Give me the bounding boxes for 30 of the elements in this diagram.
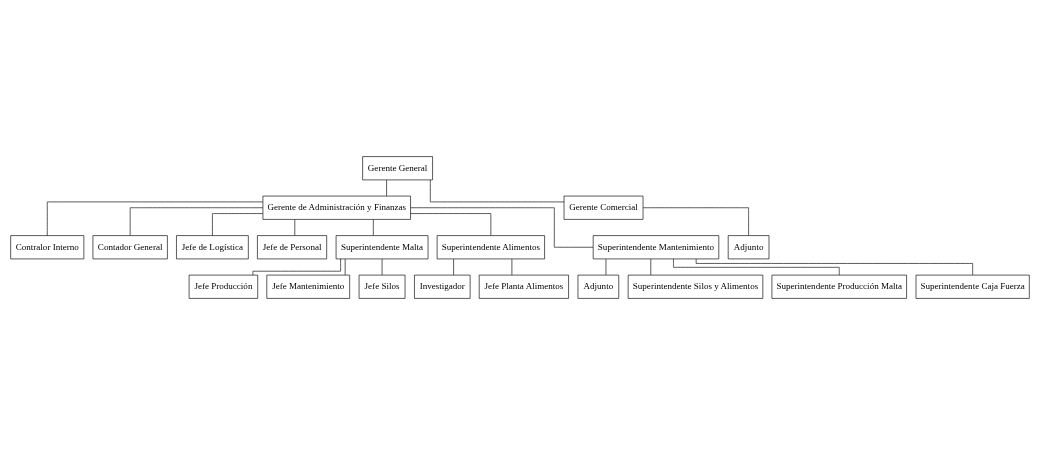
node-box: Jefe de Logística [176,235,249,260]
connector [294,219,296,236]
node-box: Superintendente Silos y Alimentos [627,274,764,299]
node-box: Contador General [92,235,168,260]
node-box: Superintendente Caja Fuerza [915,274,1030,299]
connector [212,213,264,236]
node-box: Gerente Comercial [563,195,644,220]
connector [410,207,594,248]
node-box: Adjunto [727,235,770,260]
node-box: Gerente de Administración y Finanzas [262,195,411,220]
connector [673,258,840,276]
node-box: Investigador [414,274,471,299]
node-box: Gerente General [362,156,433,181]
node-box: Jefe Silos [358,274,406,299]
node-box: Superintendente Alimentos [436,235,545,260]
connector [642,207,749,236]
connector [410,213,492,236]
node-box: Jefe de Personal [257,235,328,260]
connector [252,258,341,276]
node-box: Contralor Interno [10,235,85,260]
node-box: Superintendente Mantenimiento [592,235,720,260]
node-box: Jefe Producción [188,274,259,299]
node-box: Adjunto [577,274,620,299]
node-box: Jefe Planta Alimentos [478,274,569,299]
connector [46,201,264,236]
node-box: Superintendente Producción Malta [771,274,907,299]
connector [129,207,264,236]
node-box: Superintendente Malta [335,235,429,260]
node-box: Jefe Mantenimiento [266,274,350,299]
connector [373,219,374,236]
